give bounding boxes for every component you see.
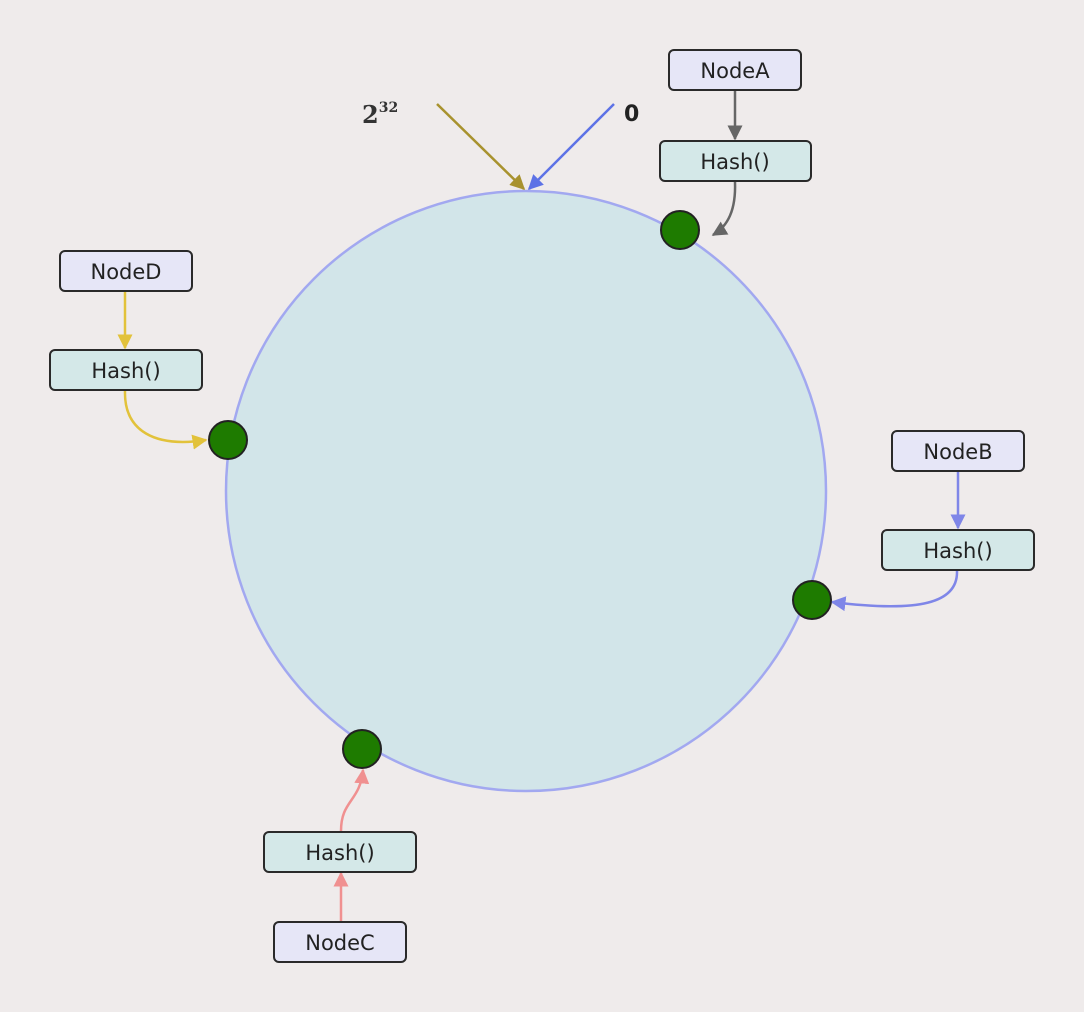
- ring-point-a: [660, 210, 700, 250]
- hash-c-label: Hash(): [305, 841, 374, 865]
- node-c-group: Hash() NodeC: [263, 729, 417, 963]
- ring-point-d: [208, 420, 248, 460]
- node-c-box: NodeC: [273, 921, 407, 963]
- node-a-label: NodeA: [700, 59, 770, 83]
- node-b-box: NodeB: [891, 430, 1025, 472]
- hash-d-to-ring-arrow: [123, 390, 208, 450]
- hash-ring: [224, 189, 828, 793]
- hash-d-label: Hash(): [91, 359, 160, 383]
- node-d-box: NodeD: [59, 250, 193, 292]
- hash-c-to-ring-arrow: [339, 768, 370, 832]
- node-b-group: NodeB Hash(): [792, 430, 1035, 620]
- node-b-label: NodeB: [923, 440, 992, 464]
- hash-b-to-ring-arrow: [830, 570, 959, 612]
- ring-end-label: 232: [362, 100, 398, 129]
- ring-end-arrow: [436, 103, 526, 191]
- node-c-label: NodeC: [305, 931, 374, 955]
- hash-a-label: Hash(): [700, 150, 769, 174]
- hash-b-box: Hash(): [881, 529, 1035, 571]
- hash-d-box: Hash(): [49, 349, 203, 391]
- ring-point-b: [792, 580, 832, 620]
- hash-c-box: Hash(): [263, 831, 417, 873]
- node-a-box: NodeA: [668, 49, 802, 91]
- node-d-group: NodeD Hash(): [49, 250, 248, 460]
- hash-a-to-ring-arrow: [711, 181, 737, 237]
- ring-point-c: [342, 729, 382, 769]
- node-d-label: NodeD: [91, 260, 162, 284]
- ring-start-arrow: [527, 103, 615, 191]
- hash-a-box: Hash(): [659, 140, 812, 182]
- hash-b-label: Hash(): [923, 539, 992, 563]
- ring-start-label: 0: [624, 102, 639, 127]
- node-a-group: NodeA Hash(): [659, 49, 812, 250]
